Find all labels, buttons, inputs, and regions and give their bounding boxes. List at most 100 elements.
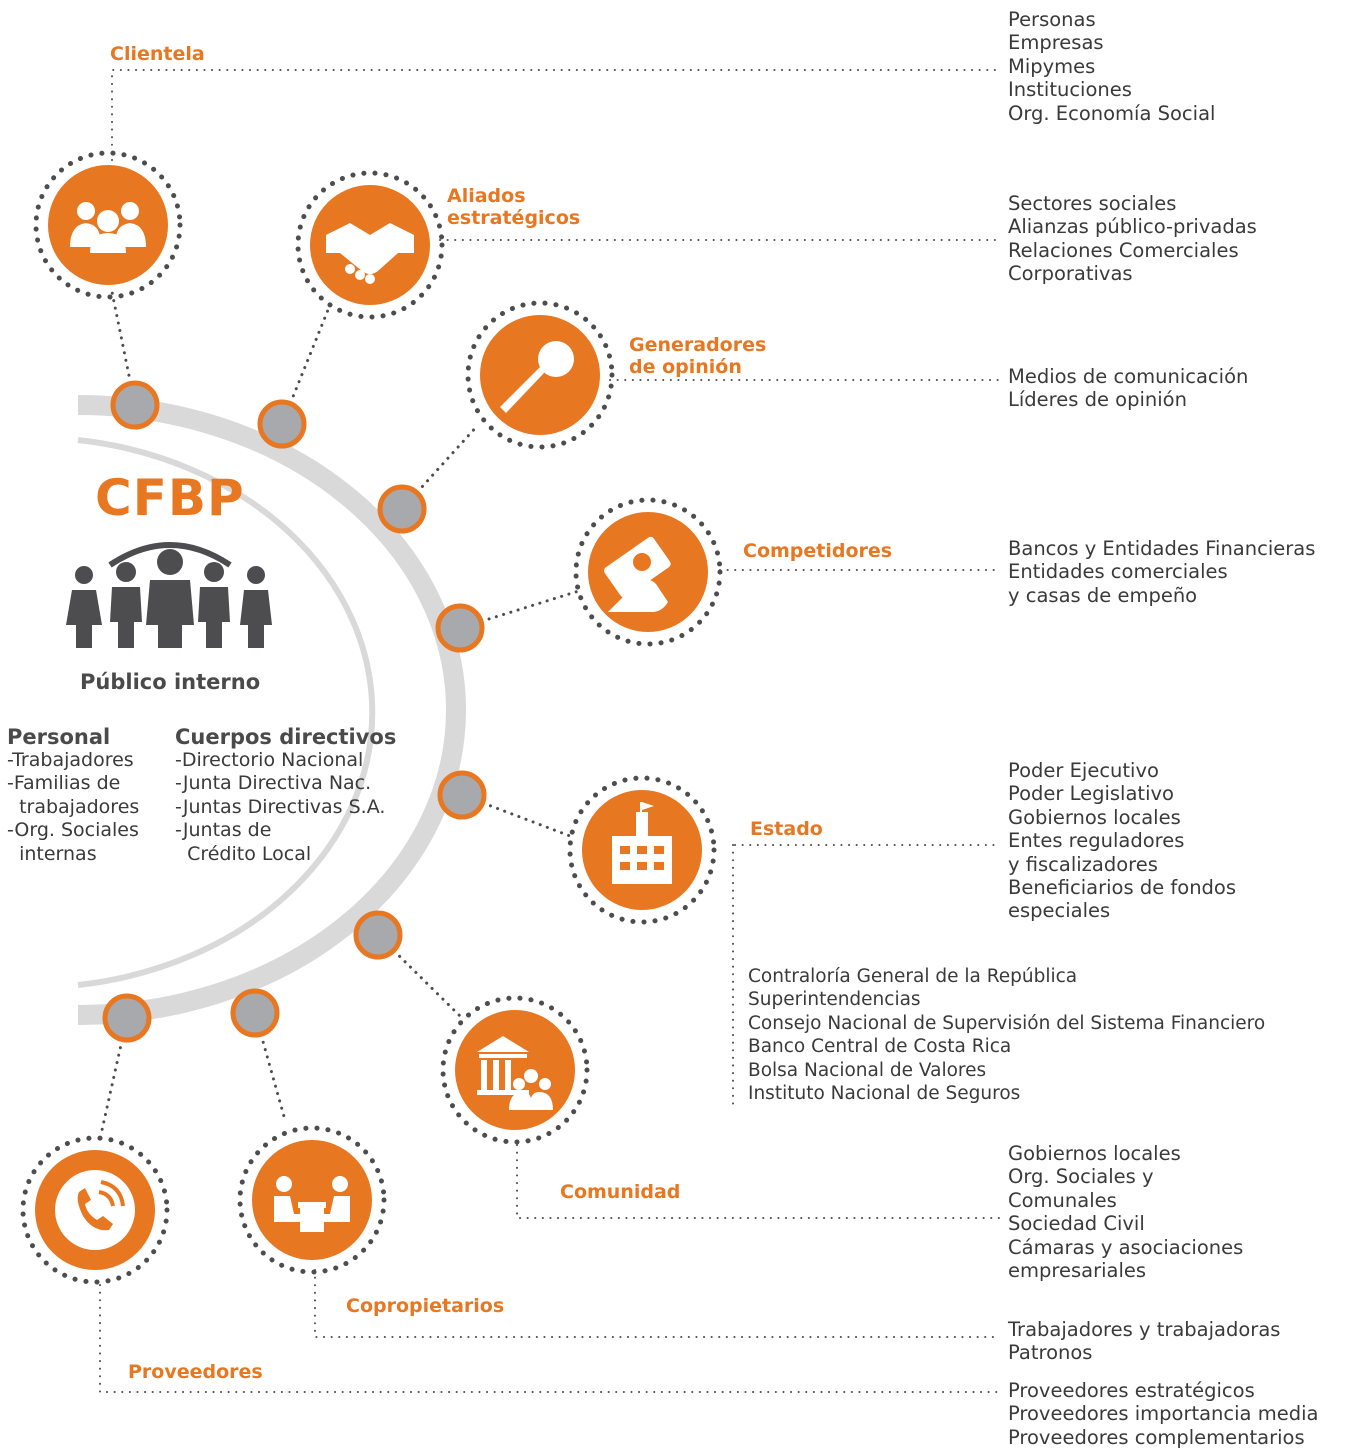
- leader-copropietarios: [314, 1269, 1001, 1338]
- list-item: Bolsa Nacional de Valores: [748, 1059, 987, 1081]
- list-item: Proveedores importancia media: [1008, 1402, 1319, 1426]
- handshake-icon: [295, 170, 445, 320]
- dotted-ring: [440, 995, 590, 1145]
- icon-glyph: [55, 1170, 135, 1250]
- hub-node-generadores: [377, 484, 427, 534]
- dotted-ring: [567, 775, 717, 925]
- hub-node-aliados: [257, 399, 307, 449]
- list-item: Relaciones Comerciales: [1008, 238, 1239, 262]
- group-item: -Juntas Directivas S.A.: [175, 795, 386, 818]
- list-item: Gobiernos locales: [1008, 1142, 1181, 1165]
- list-item: Superintendencias: [748, 989, 921, 1011]
- icon-glyph: [477, 1036, 553, 1110]
- group-item: -Familias de: [7, 772, 121, 795]
- hub-node-competidores: [435, 603, 485, 653]
- list-item: Org. Economía Social: [1008, 101, 1216, 125]
- list-item: Proveedores complementarios: [1008, 1425, 1305, 1449]
- list-item: especiales: [1008, 899, 1111, 923]
- leader-comunidad: [516, 1144, 1001, 1219]
- label-clientela: Clientela: [110, 43, 205, 65]
- list-item: Líderes de opinión: [1008, 388, 1187, 412]
- label-estado: Estado: [750, 818, 823, 840]
- brand-title: CFBP: [95, 469, 245, 527]
- dotted-ring: [573, 497, 723, 647]
- list-item: Banco Central de Costa Rica: [748, 1036, 1012, 1058]
- list-item: empresariales: [1008, 1259, 1147, 1283]
- phone-icon: [20, 1135, 170, 1285]
- list-item: Patronos: [1008, 1341, 1093, 1365]
- dotted-ring: [20, 1135, 170, 1285]
- list-item: Trabajadores y trabajadoras: [1008, 1318, 1281, 1341]
- connector-competidores: [458, 588, 584, 630]
- list-item: Personas: [1008, 8, 1096, 31]
- list-item: Mipymes: [1008, 54, 1096, 78]
- list-item: Beneficiarios de fondos: [1008, 876, 1237, 900]
- group-item: -Directorio Nacional: [175, 749, 364, 771]
- label-copropietarios: Copropietarios: [346, 1295, 505, 1317]
- dotted-ring: [465, 300, 615, 450]
- list-item: y fiscalizadores: [1008, 852, 1158, 876]
- group-cuerpos-directivos: Cuerpos directivos -Directorio Nacional-…: [175, 725, 396, 866]
- central-ring: [77, 395, 466, 1025]
- icon-glyph: [70, 202, 146, 253]
- label-comunidad: Comunidad: [560, 1181, 681, 1203]
- icon-disc: [455, 1010, 575, 1130]
- list-item: Alianzas público-privadas: [1008, 215, 1257, 239]
- people-icon: [33, 150, 183, 300]
- list-item: Entes reguladores: [1008, 829, 1185, 853]
- hub-node-comunidad: [353, 910, 403, 960]
- internal-public-people-icon: [66, 542, 272, 648]
- icon-glyph: [274, 1176, 350, 1232]
- list-item: Comunales: [1008, 1188, 1117, 1212]
- list-item: Instituciones: [1008, 78, 1132, 102]
- label-proveedores: Proveedores: [128, 1361, 263, 1383]
- list-item: Poder Ejecutivo: [1008, 759, 1159, 782]
- group-heading: Personal: [7, 725, 111, 749]
- meeting-icon: [237, 1125, 387, 1275]
- icon-glyph: [612, 802, 672, 884]
- government-building-icon: [567, 775, 717, 925]
- leader-clientela: [111, 69, 1001, 161]
- group-item: trabajadores: [7, 795, 140, 818]
- group-personal: Personal -Trabajadores-Familias de traba…: [7, 725, 139, 866]
- internal-public-label: Público interno: [80, 670, 261, 694]
- list-item: Poder Legislativo: [1008, 782, 1174, 806]
- connector-comunidad: [376, 933, 464, 1020]
- dotted-ring: [237, 1125, 387, 1275]
- dotted-ring: [295, 170, 445, 320]
- connector-copropietarios: [253, 1011, 287, 1122]
- central-ring-inner: [77, 437, 376, 988]
- list-item: Instituto Nacional de Seguros: [748, 1083, 1021, 1105]
- list-item: Sectores sociales: [1008, 192, 1177, 215]
- hub-node-copropietarios: [230, 988, 280, 1038]
- list-item: Org. Sociales y: [1008, 1165, 1154, 1189]
- label-competidores: Competidores: [743, 540, 893, 562]
- list-item: Empresas: [1008, 31, 1104, 55]
- hub-node-clientela: [110, 380, 160, 430]
- icon-glyph: [500, 341, 574, 413]
- list-item: Proveedores estratégicos: [1008, 1379, 1255, 1402]
- dotted-ring: [33, 150, 183, 300]
- group-item: -Junta Directiva Nac.: [175, 772, 372, 795]
- list-item: Contraloría General de la República: [748, 966, 1078, 987]
- group-item: -Trabajadores: [7, 749, 134, 771]
- group-item: -Juntas de: [175, 819, 272, 842]
- group-heading: Cuerpos directivos: [175, 725, 397, 749]
- list-item: Bancos y Entidades Financieras: [1008, 537, 1316, 560]
- money-hand-icon: [573, 497, 723, 647]
- icon-glyph: [326, 223, 414, 284]
- group-item: -Org. Sociales: [7, 819, 139, 842]
- icon-disc: [252, 1140, 372, 1260]
- list-item: Corporativas: [1008, 262, 1133, 286]
- list-item: Consejo Nacional de Supervisión del Sist…: [748, 1012, 1266, 1034]
- microphone-icon: [465, 300, 615, 450]
